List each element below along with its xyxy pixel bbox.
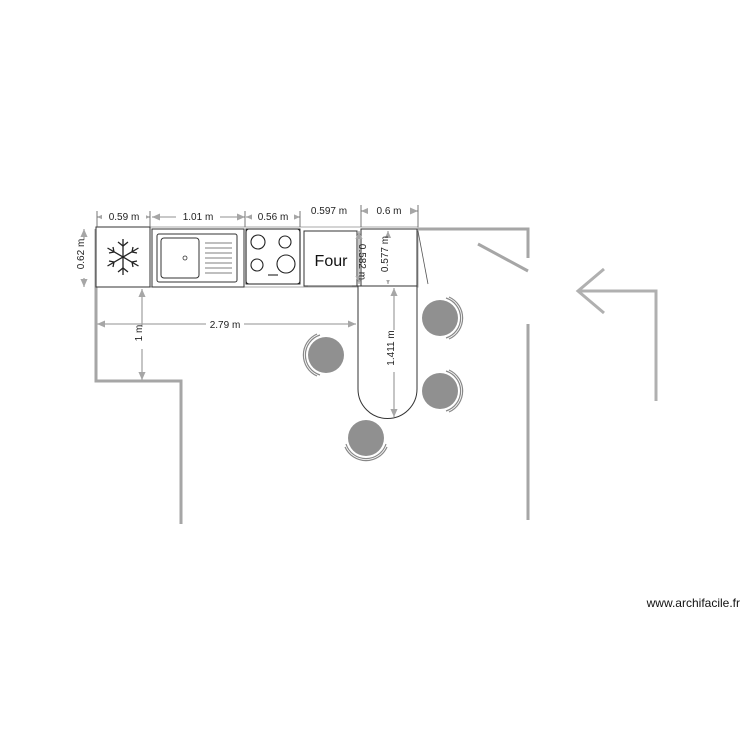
dim-corner-depth: 0.577 m [380,236,391,272]
hob [245,228,301,285]
dim-counter-run: 2.79 m [210,320,241,331]
kitchen-counter: Four [95,226,429,288]
left-wall [94,229,183,524]
sink-icon [156,233,238,283]
sink [151,228,245,288]
dim-corner-width: 0.6 m [376,206,401,217]
dim-fridge-width: 0.59 m [109,212,140,223]
bar-stool-icon [302,333,344,377]
walls [94,227,530,524]
snowflake-icon [107,239,139,275]
dim-sink-width: 1.01 m [183,212,214,223]
door-leaf [477,242,529,273]
oven: Four [303,230,358,287]
cooktop-icon [245,228,301,285]
dim-oven-width: 0.597 m [311,206,347,217]
dim-counter-depth: 0.62 m [76,239,87,270]
dim-hob-width: 0.56 m [258,212,289,223]
bar-stool-icon [422,369,464,413]
dim-bar-length: 1.411 m [386,330,397,365]
watermark: www.archifacile.fr [646,596,740,610]
bar-stool-icon [422,296,464,340]
dim-clearance: 1 m [134,325,145,342]
dim-oven-depth: 0.582 m [356,244,367,280]
right-wall [418,227,530,258]
bar-stools [302,296,464,462]
oven-label: Four [315,253,349,270]
fridge [95,226,151,288]
bar-stool-icon [344,420,388,462]
dimension-labels: 0.59 m 1.01 m 0.56 m 0.597 m 0.6 m 0.62 … [76,204,410,372]
entry-arrow-icon [575,267,658,401]
